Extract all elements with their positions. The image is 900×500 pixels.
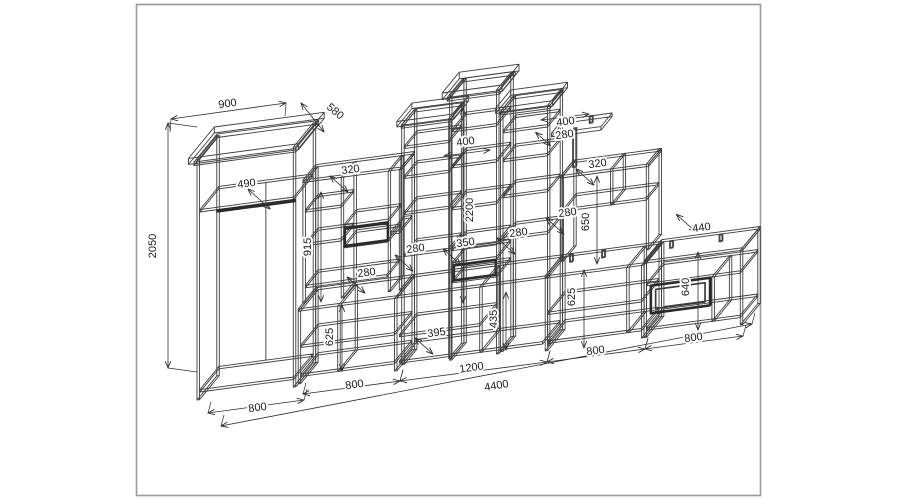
- dim-wall-shelf-depth: 280: [555, 128, 575, 142]
- dim-s2-shelf-depth: 280: [357, 266, 377, 280]
- dim-s2-width: 800: [345, 378, 365, 392]
- dim-wardrobe-width: 800: [248, 401, 268, 415]
- dim-s4-width: 800: [586, 344, 606, 358]
- dim-tv-stand-depth: 440: [692, 221, 712, 235]
- dim-tower-shelf-depth: 350: [456, 236, 476, 250]
- dim-tower-height: 2200: [464, 198, 476, 222]
- dim-s4-cabinet-height: 625: [566, 288, 578, 306]
- dim-s4-top-depth: 320: [588, 157, 608, 171]
- dim-wardrobe-shelf-depth: 490: [237, 177, 257, 191]
- dim-right-tower-shelf: 280: [509, 226, 529, 240]
- dim-s2-top-depth: 320: [341, 163, 361, 177]
- dim-s2-shelf-height: 915: [302, 238, 314, 256]
- dim-s4-shelf-depth: 280: [558, 206, 578, 220]
- dim-wall-shelf-width: 400: [556, 115, 576, 129]
- dim-s3-niche-height: 435: [488, 310, 500, 328]
- dim-wardrobe-top-width: 900: [218, 97, 238, 111]
- dim-s4-upper-height: 650: [580, 213, 592, 231]
- dim-s3-width: 1200: [459, 360, 485, 375]
- dim-tv-stand-height: 640: [680, 278, 692, 296]
- dim-s3-shelf-depth: 395: [427, 326, 447, 340]
- furniture-wireframe: [188, 63, 761, 401]
- dim-tv-stand-width: 800: [684, 331, 704, 345]
- dim-s2-cabinet-height: 625: [324, 328, 336, 346]
- dimension-lines: [164, 100, 756, 428]
- dim-tower-width: 400: [456, 135, 476, 149]
- dimension-labels: 900 580 2050 490 800 320 915 280 625 800…: [145, 95, 714, 417]
- dim-left-tower-shelf: 280: [406, 242, 426, 256]
- dim-wardrobe-height: 2050: [147, 234, 159, 258]
